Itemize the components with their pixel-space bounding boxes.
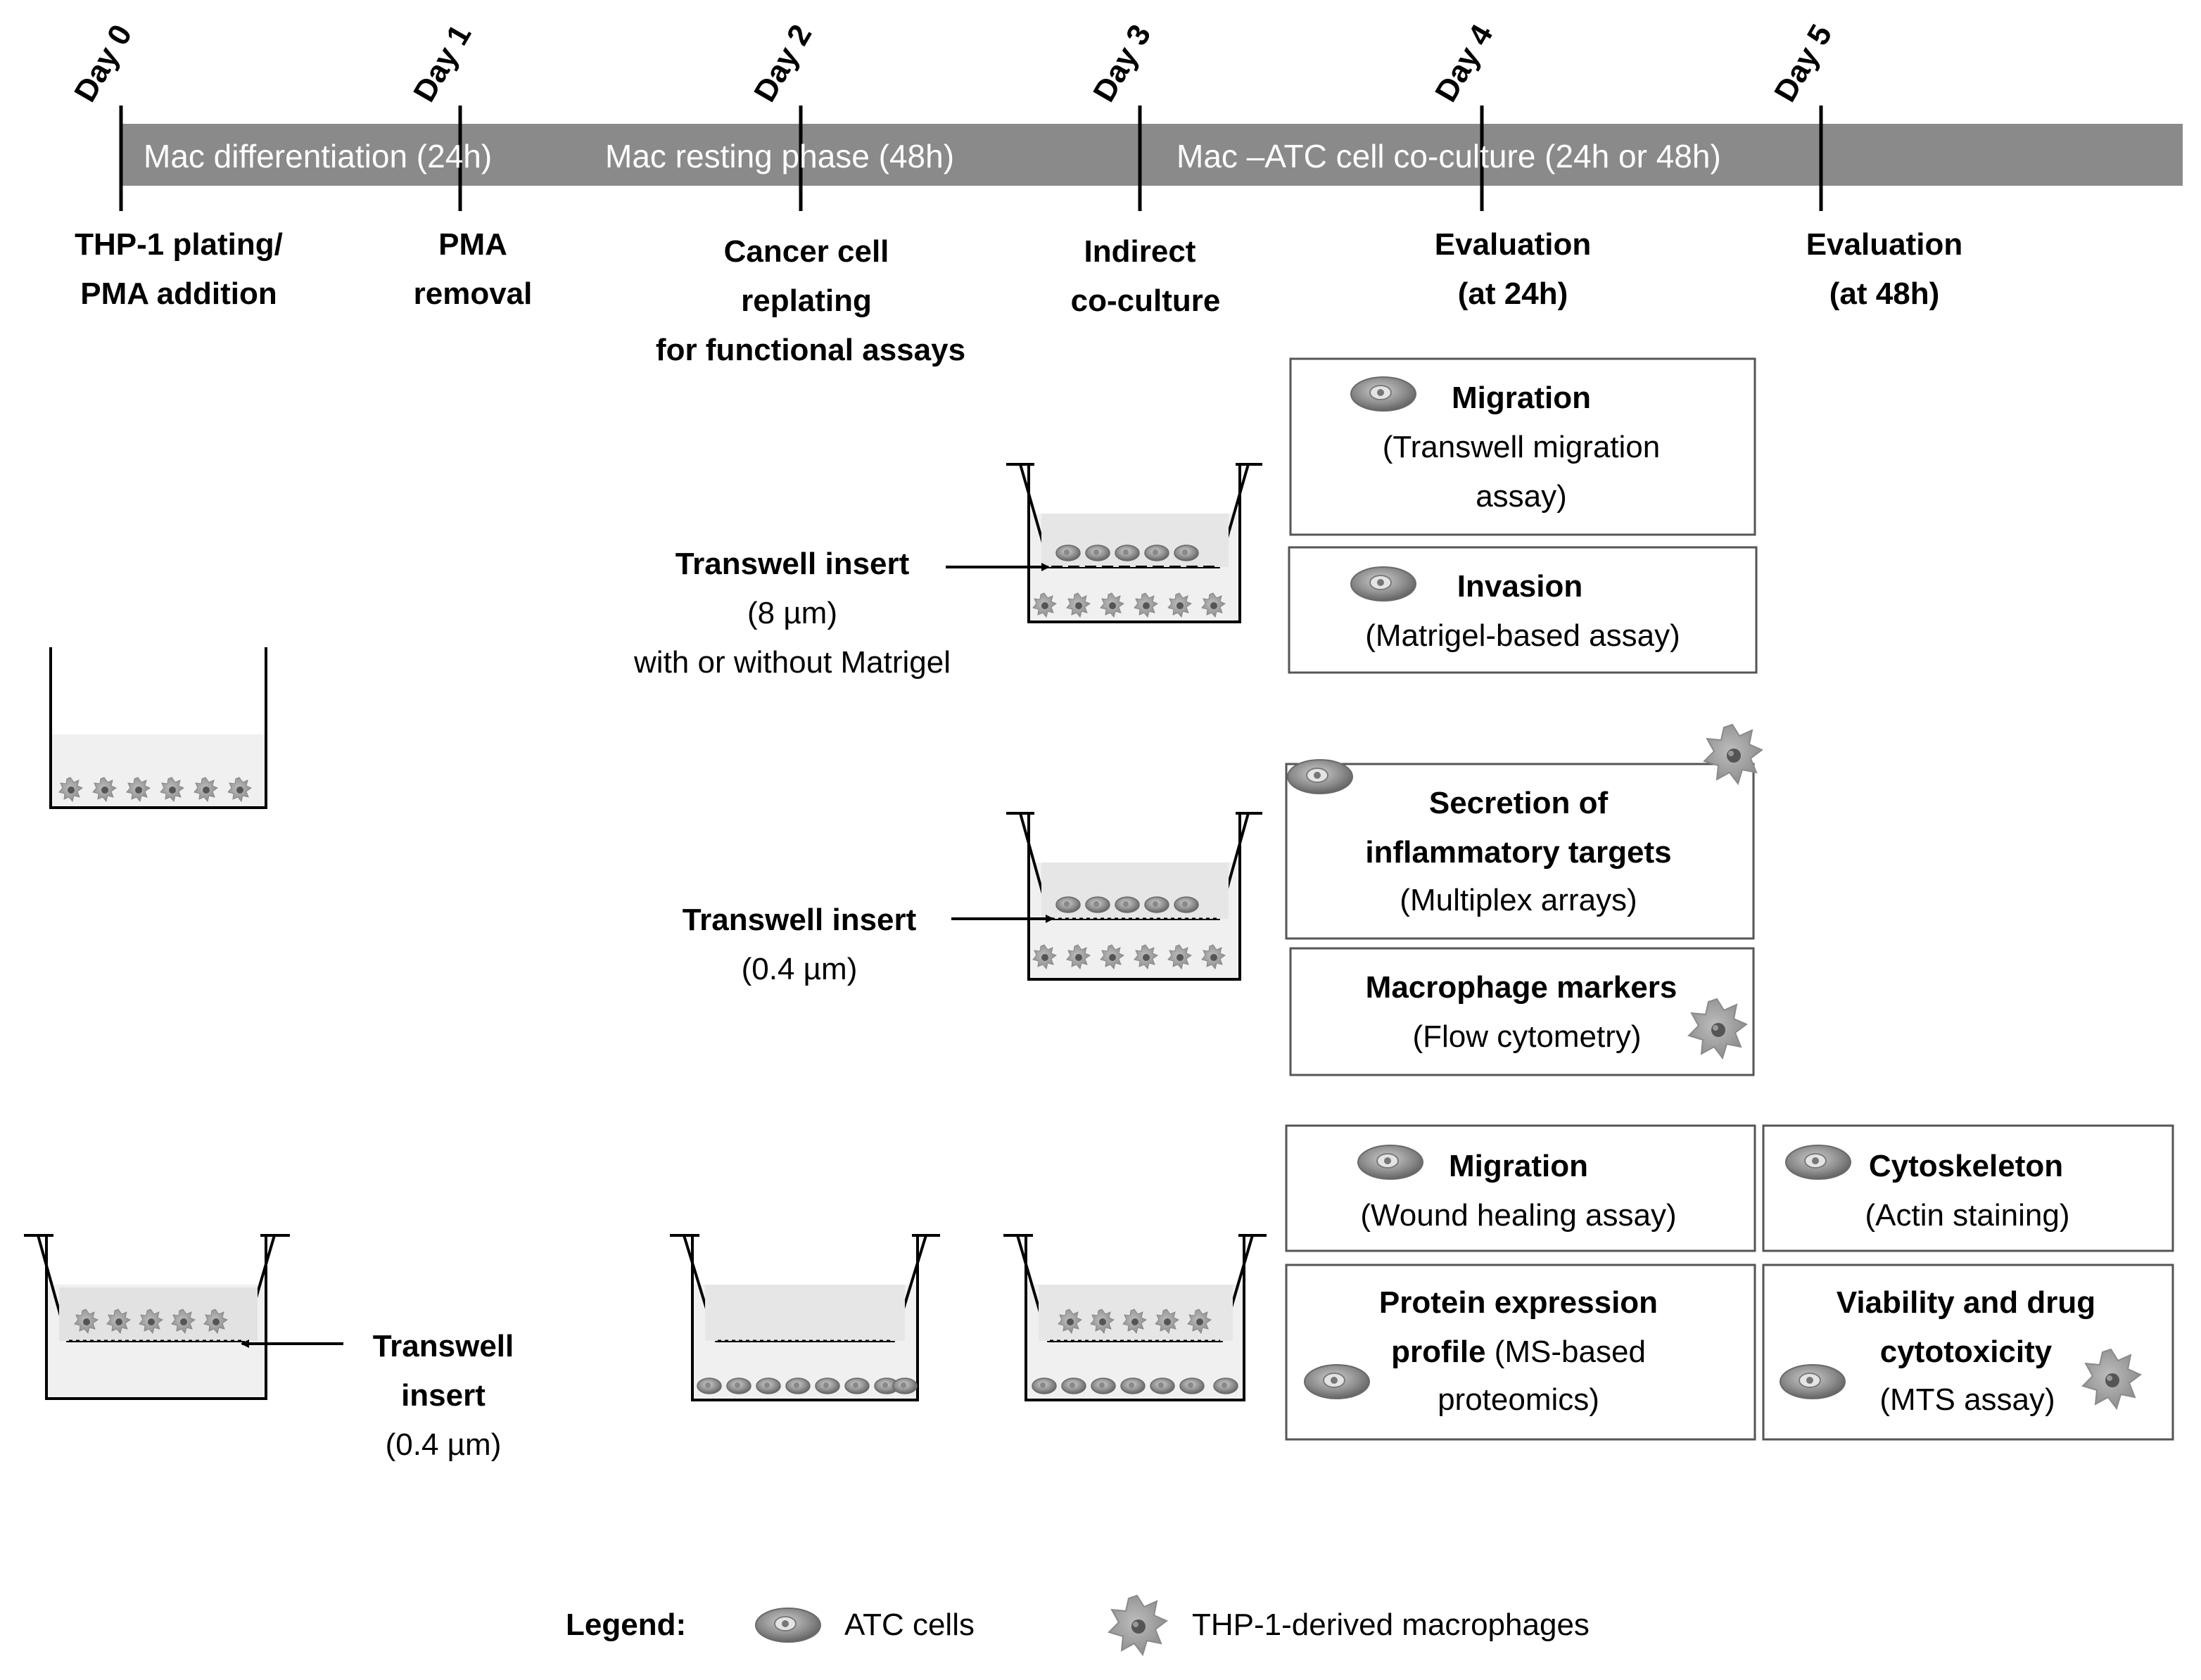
legend-atc-label: ATC cells: [844, 1608, 975, 1642]
assay-title: Migration: [1449, 1149, 1588, 1183]
assay-invasion: Invasion (Matrigel-based assay): [1288, 546, 1758, 674]
event-day2-line2: replating: [741, 284, 872, 318]
atc-cell-icon: [1780, 1364, 1846, 1399]
event-day5-line2: (at 48h): [1829, 276, 1939, 311]
assay-protein-expression: Protein expression profile (MS-based pro…: [1285, 1264, 1756, 1441]
assay-title: Cytoskeleton: [1869, 1149, 2063, 1183]
assay-detail: (Transwell migration: [1383, 430, 1660, 464]
transwell-04um-bottom-line1: Transwell: [373, 1329, 514, 1363]
day-1-label: Day 1: [407, 19, 478, 108]
event-day4-line1: Evaluation: [1435, 227, 1592, 262]
atc-cell-icon: [1350, 376, 1416, 412]
atc-cell-icon: [1350, 566, 1416, 602]
phase-differentiation: Mac differentiation (24h): [144, 138, 492, 174]
assay-title: cytotoxicity: [1880, 1335, 2053, 1369]
assay-title: inflammatory targets: [1365, 835, 1671, 870]
assay-macrophage-markers: Macrophage markers (Flow cytometry): [1289, 947, 1755, 1076]
assay-title: Secretion of: [1429, 786, 1609, 820]
transwell-04um-mid-label: Transwell insert (0.4 µm): [683, 903, 917, 986]
day-3-label: Day 3: [1086, 19, 1157, 108]
transwell-8um-setup: [946, 463, 1262, 623]
assay-title: profile: [1391, 1335, 1485, 1369]
atc-cell-icon: [1304, 1364, 1370, 1399]
phase-resting: Mac resting phase (48h): [605, 138, 954, 174]
day-4-label: Day 4: [1428, 18, 1499, 108]
assay-migration-wound: Migration (Wound healing assay): [1285, 1124, 1756, 1252]
legend: Legend: ATC cells THP-1-derived macropha…: [566, 1595, 1590, 1655]
day2-replating-well: [670, 1234, 940, 1401]
assay-detail: (Matrigel-based assay): [1365, 618, 1680, 653]
timeline: Day 0 Day 1 Day 2 Day 3 Day 4 Day 5 Mac …: [68, 18, 2183, 211]
day-5-label: Day 5: [1768, 19, 1839, 108]
transwell-04um-bottom-line3: (0.4 µm): [386, 1427, 502, 1462]
day0-transwell-well: [24, 1234, 343, 1400]
assay-detail: (Actin staining): [1865, 1198, 2069, 1233]
phase-coculture: Mac –ATC cell co-culture (24h or 48h): [1176, 138, 1721, 174]
assay-title: Protein expression: [1379, 1285, 1658, 1320]
event-day0-line2: PMA addition: [80, 276, 277, 311]
atc-cell-icon: [1357, 1145, 1423, 1180]
assay-title: Migration: [1452, 381, 1591, 415]
assay-title: Invasion: [1457, 569, 1583, 604]
atc-cell-icon: [1287, 759, 1353, 794]
assay-secretion: Secretion of inflammatory targets (Multi…: [1285, 724, 1763, 940]
event-day1-line1: PMA: [438, 227, 507, 262]
event-day3-line2: co-culture: [1071, 284, 1221, 318]
day3-coculture-well: [1003, 1234, 1267, 1401]
event-day3-line1: Indirect: [1084, 234, 1196, 269]
assay-cytoskeleton: Cytoskeleton (Actin staining): [1762, 1124, 2174, 1252]
assay-detail: assay): [1476, 479, 1567, 514]
timeline-bar: [121, 124, 2183, 186]
transwell-04um-bottom-label: Transwell insert (0.4 µm): [373, 1329, 514, 1462]
event-day0-line1: THP-1 plating/: [75, 227, 283, 262]
macrophage-icon: [1108, 1595, 1167, 1655]
transwell-04um-mid-setup: [951, 812, 1262, 981]
day-2-label: Day 2: [747, 19, 818, 108]
assay-title: Viability and drug: [1837, 1285, 2095, 1320]
legend-mac-label: THP-1-derived macrophages: [1192, 1608, 1590, 1642]
assay-viability: Viability and drug cytotoxicity (MTS ass…: [1762, 1264, 2174, 1441]
atc-cell-icon: [1785, 1145, 1851, 1180]
assay-detail: (MTS assay): [1879, 1382, 2055, 1417]
legend-label: Legend:: [566, 1608, 686, 1642]
assay-title-line2: profile (MS-based: [1391, 1335, 1646, 1369]
assay-detail: (Multiplex arrays): [1400, 883, 1637, 917]
transwell-8um-line3: with or without Matrigel: [633, 645, 951, 680]
assay-detail: (Wound healing assay): [1360, 1198, 1676, 1233]
atc-cell-icon: [755, 1608, 821, 1643]
transwell-04um-bottom-line2: insert: [401, 1378, 486, 1413]
event-day2-line1: Cancer cell: [724, 234, 889, 269]
assay-detail: (MS-based: [1486, 1335, 1646, 1369]
event-day4-line2: (at 24h): [1458, 276, 1568, 311]
transwell-8um-line1: Transwell insert: [675, 547, 910, 581]
event-day2-line3: for functional assays: [656, 333, 965, 367]
assay-detail: proteomics): [1438, 1382, 1599, 1417]
timeline-events: THP-1 plating/ PMA addition PMA removal …: [75, 227, 1962, 367]
transwell-8um-label: Transwell insert (8 µm) with or without …: [633, 547, 951, 680]
event-day5-line1: Evaluation: [1806, 227, 1963, 262]
transwell-04um-mid-line1: Transwell insert: [683, 903, 917, 937]
assay-detail: (Flow cytometry): [1412, 1019, 1641, 1054]
day-0-label: Day 0: [68, 19, 139, 108]
event-day1-line2: removal: [414, 276, 533, 311]
assay-title: Macrophage markers: [1366, 970, 1677, 1005]
assay-migration-transwell: Migration (Transwell migration assay): [1289, 357, 1756, 536]
transwell-8um-line2: (8 µm): [747, 596, 837, 630]
day0-culture-well: [49, 647, 267, 809]
transwell-04um-mid-line2: (0.4 µm): [742, 952, 858, 986]
